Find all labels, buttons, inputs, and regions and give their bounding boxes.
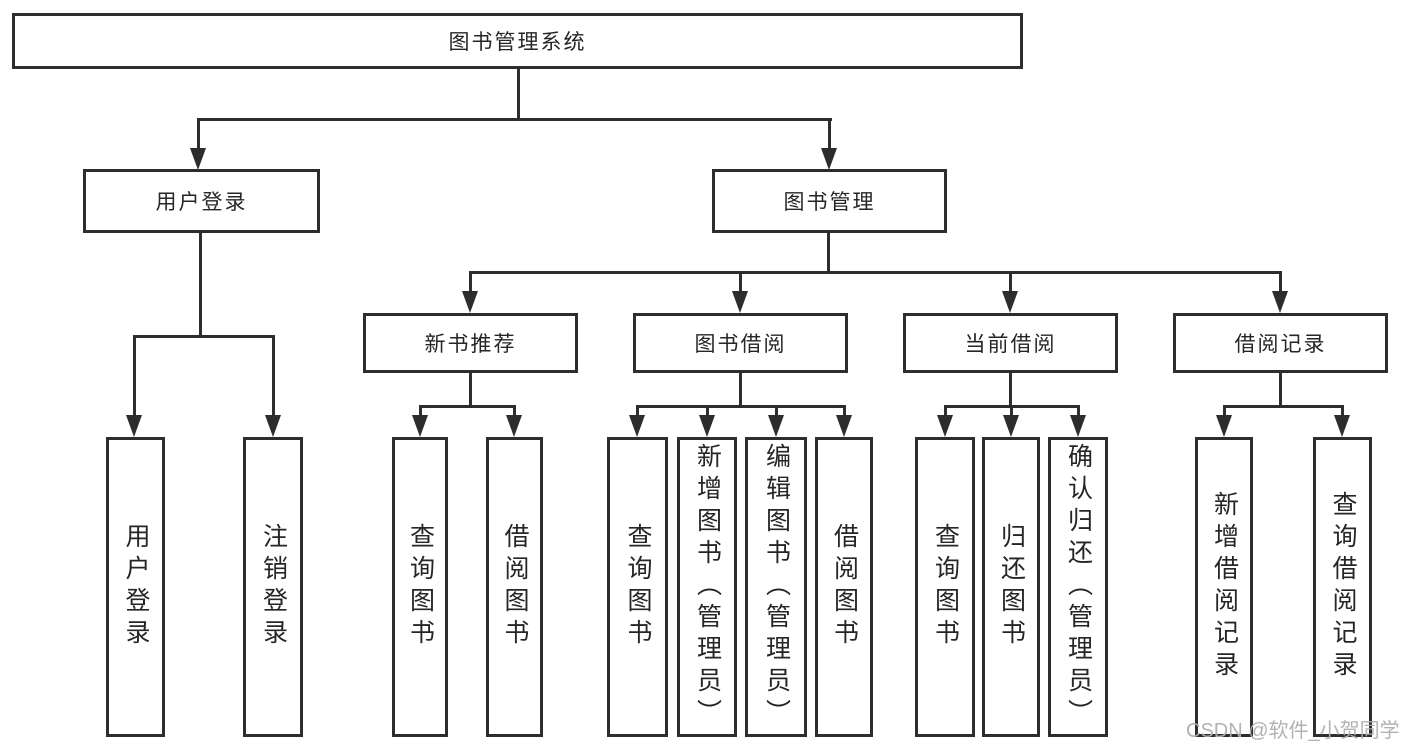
leaf-edit-books-admin-label: 编辑图书（管理员）	[762, 443, 791, 731]
node-new-book-recommend: 新书推荐	[363, 313, 578, 373]
connector-arm-bb-add	[706, 405, 709, 417]
leaf-query-borrow-record: 查询借阅记录	[1313, 437, 1372, 737]
connector-arm-br-add	[1223, 405, 1226, 417]
node-current-borrowing: 当前借阅	[903, 313, 1118, 373]
csdn-watermark: CSDN @软件_小贺同学	[1186, 720, 1400, 742]
leaf-confirm-return-admin-label: 确认归还（管理员）	[1064, 443, 1093, 731]
arrowhead-new-book	[462, 291, 478, 313]
leaf-query-borrow-record-label: 查询借阅记录	[1329, 491, 1357, 683]
arrowhead-bb-query	[629, 415, 645, 437]
connector-arm-user-login	[197, 118, 200, 150]
leaf-confirm-return-admin: 确认归还（管理员）	[1048, 437, 1108, 737]
connector-new-book-branch	[419, 405, 516, 408]
arrowhead-user-login	[190, 148, 206, 170]
leaf-edit-books-admin: 编辑图书（管理员）	[745, 437, 807, 737]
leaf-add-borrow-record: 新增借阅记录	[1195, 437, 1253, 737]
connector-arm-cb-confirm	[1077, 405, 1080, 417]
node-book-management-label: 图书管理	[783, 191, 876, 214]
node-new-book-recommend-label: 新书推荐	[424, 333, 517, 356]
leaf-add-books-admin-label: 新增图书（管理员）	[693, 443, 722, 731]
leaf-borrow-query-books: 查询图书	[607, 437, 668, 737]
connector-book-borrow-stem	[739, 373, 742, 408]
arrowhead-cb-confirm	[1070, 415, 1086, 437]
arrowhead-bb-add	[699, 415, 715, 437]
arrowhead-book-borrowing	[732, 291, 748, 313]
connector-arm-bb-query	[636, 405, 639, 417]
arrowhead-br-query	[1334, 415, 1350, 437]
connector-user-login-branch	[133, 335, 275, 338]
leaf-current-query-books-label: 查询图书	[931, 523, 960, 651]
leaf-current-query-books: 查询图书	[915, 437, 975, 737]
connector-records-stem	[1279, 373, 1282, 408]
arrowhead-cb-query	[937, 415, 953, 437]
connector-arm-rec-borrow	[513, 405, 516, 417]
leaf-logout: 注销登录	[243, 437, 303, 737]
connector-current-stem	[1009, 373, 1012, 408]
connector-arm-book-management	[828, 118, 831, 150]
arrowhead-current-borrowing	[1002, 291, 1018, 313]
arrowhead-rec-query	[412, 415, 428, 437]
node-book-management: 图书管理	[712, 169, 947, 233]
leaf-add-books-admin: 新增图书（管理员）	[677, 437, 737, 737]
connector-root-branch	[197, 118, 832, 121]
node-user-login-label: 用户登录	[155, 191, 248, 214]
connector-arm-cb-return	[1010, 405, 1013, 417]
connector-arm-bb-borrow	[843, 405, 846, 417]
leaf-user-login: 用户登录	[106, 437, 165, 737]
arrowhead-leaf-logout	[265, 415, 281, 437]
node-root-system: 图书管理系统	[12, 13, 1023, 69]
connector-arm-borrowing-records	[1279, 271, 1282, 293]
connector-arm-leaf-user-login	[133, 335, 136, 415]
connector-arm-rec-query	[419, 405, 422, 417]
connector-arm-cb-query	[944, 405, 947, 417]
arrowhead-rec-borrow	[506, 415, 522, 437]
leaf-recommend-query-books: 查询图书	[392, 437, 448, 737]
connector-arm-current-borrowing	[1009, 271, 1012, 293]
arrowhead-cb-return	[1003, 415, 1019, 437]
leaf-add-borrow-record-label: 新增借阅记录	[1210, 491, 1239, 683]
arrowhead-bb-borrow	[836, 415, 852, 437]
node-current-borrowing-label: 当前借阅	[964, 333, 1057, 356]
connector-user-login-stem	[199, 233, 202, 338]
node-book-borrowing: 图书借阅	[633, 313, 848, 373]
connector-arm-bb-edit	[775, 405, 778, 417]
connector-book-borrow-branch	[636, 405, 845, 408]
leaf-return-books-label: 归还图书	[997, 523, 1026, 651]
node-borrowing-records: 借阅记录	[1173, 313, 1388, 373]
leaf-recommend-borrow-books-label: 借阅图书	[501, 523, 529, 651]
node-book-borrowing-label: 图书借阅	[694, 333, 787, 356]
arrowhead-book-management	[821, 148, 837, 170]
connector-arm-book-borrowing	[739, 271, 742, 293]
leaf-logout-label: 注销登录	[259, 523, 288, 651]
connector-records-branch	[1223, 405, 1343, 408]
arrowhead-bb-edit	[768, 415, 784, 437]
connector-book-mgmt-stem	[827, 233, 830, 274]
leaf-borrow-books: 借阅图书	[815, 437, 873, 737]
connector-arm-br-query	[1341, 405, 1344, 417]
connector-book-mgmt-branch	[469, 271, 1281, 274]
leaf-borrow-books-label: 借阅图书	[830, 523, 859, 651]
leaf-user-login-label: 用户登录	[122, 523, 150, 651]
connector-new-book-stem	[469, 373, 472, 408]
arrowhead-leaf-user-login	[126, 415, 142, 437]
node-user-login: 用户登录	[83, 169, 320, 233]
connector-arm-leaf-logout	[272, 335, 275, 415]
arrowhead-br-add	[1216, 415, 1232, 437]
connector-arm-new-book	[469, 271, 472, 293]
leaf-recommend-borrow-books: 借阅图书	[486, 437, 543, 737]
leaf-borrow-query-books-label: 查询图书	[624, 523, 652, 651]
leaf-recommend-query-books-label: 查询图书	[406, 523, 435, 651]
node-borrowing-records-label: 借阅记录	[1234, 333, 1327, 356]
arrowhead-borrowing-records	[1272, 291, 1288, 313]
leaf-return-books: 归还图书	[982, 437, 1040, 737]
node-root-system-label: 图书管理系统	[448, 31, 587, 54]
connector-root-stem	[517, 69, 520, 121]
